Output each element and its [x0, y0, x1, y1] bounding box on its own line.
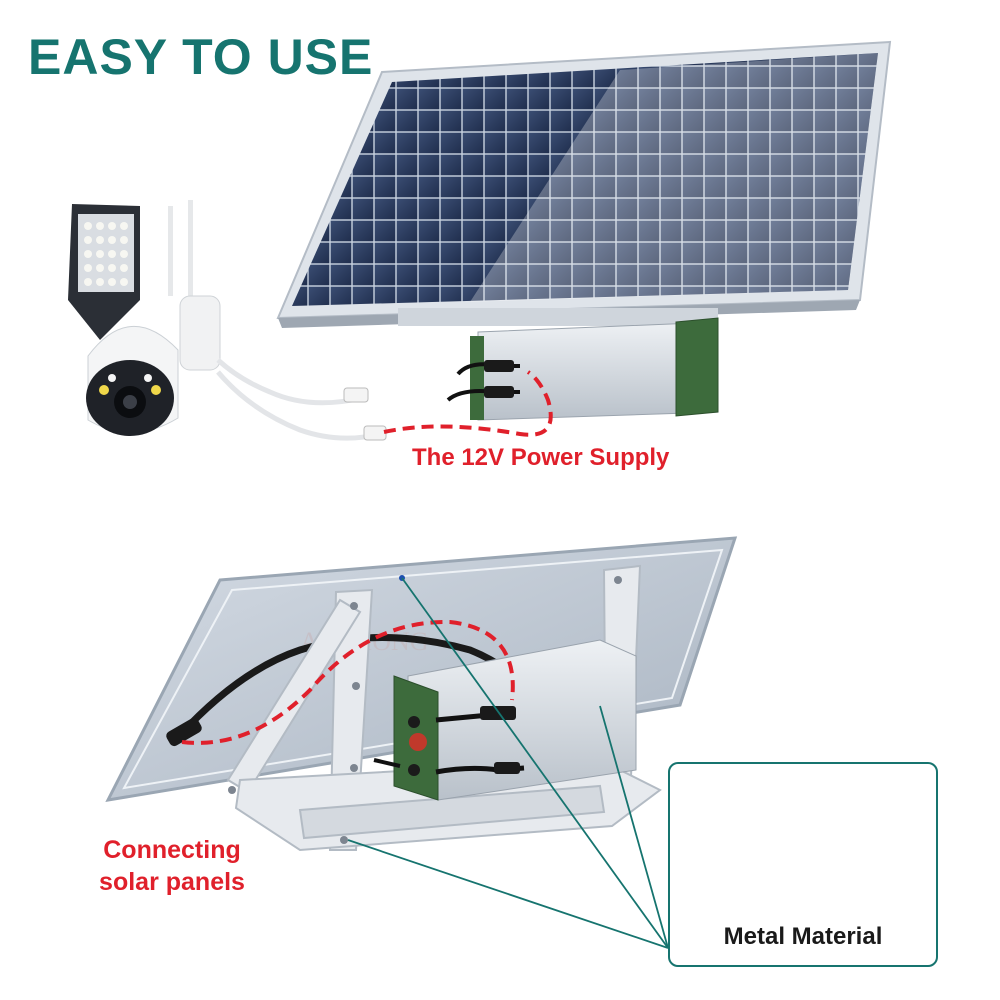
metal-leader-lines [347, 577, 669, 949]
battery-box-bottom [373, 639, 637, 801]
power-path-dashed [383, 370, 553, 437]
connecting-panels-label: Connecting solar panels [92, 834, 252, 898]
connecting-line2: solar panels [99, 868, 245, 896]
metal-material-label: Metal Material [723, 923, 883, 950]
connecting-line1: Connecting [103, 836, 241, 864]
metal-material-card: Metal Material [668, 762, 938, 967]
solar-panel-front [276, 40, 892, 328]
power-supply-label: The 12V Power Supply [412, 444, 670, 471]
camera-and-streetlight [68, 200, 387, 441]
connect-path-dashed [181, 619, 515, 745]
headline: EASY TO USE [28, 29, 374, 85]
battery-box-top [398, 308, 719, 421]
